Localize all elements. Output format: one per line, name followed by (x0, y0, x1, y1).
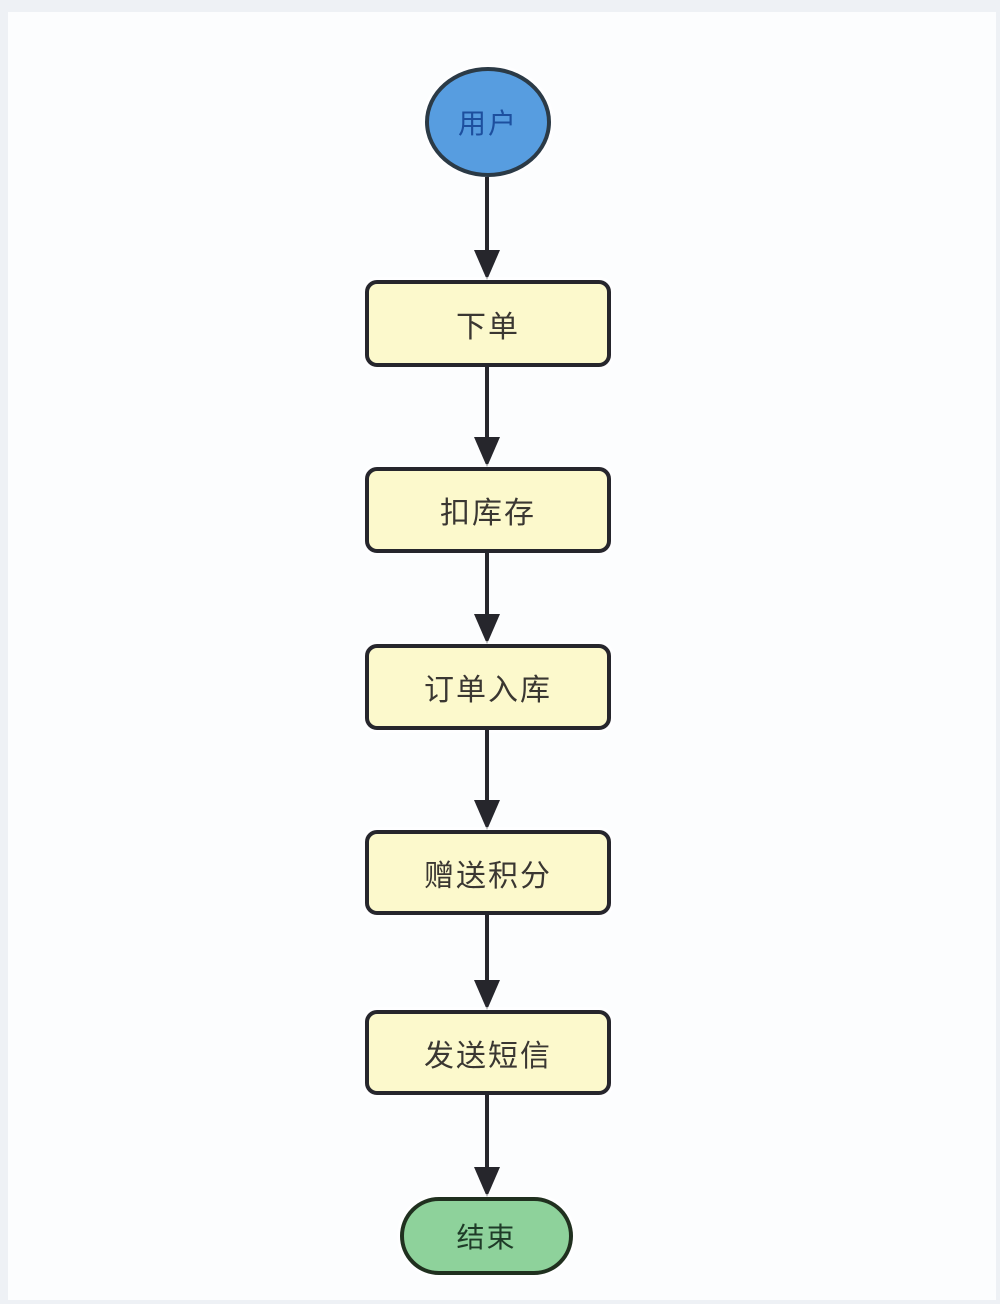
node-deduct-stock-label: 扣库存 (440, 497, 536, 530)
node-place-order: 下单 (365, 280, 611, 367)
arrow-send-sms-to-end (474, 1095, 500, 1197)
node-award-points-label: 赠送积分 (424, 859, 552, 893)
arrowhead-down-icon (474, 980, 500, 1010)
arrowhead-down-icon (474, 437, 500, 467)
flowchart-canvas: 用户 下单 扣库存 订单入库 赠送积分 发送短信 结束 (8, 12, 996, 1300)
node-order-storage-label: 订单入库 (424, 674, 552, 707)
node-end-label: 结束 (456, 1222, 517, 1253)
arrow-shaft (485, 367, 489, 437)
node-order-storage: 订单入库 (365, 644, 611, 730)
arrowhead-down-icon (474, 1167, 500, 1197)
arrow-shaft (485, 915, 489, 980)
node-send-sms-label: 发送短信 (424, 1039, 552, 1073)
arrow-place-order-to-deduct-stock (474, 367, 500, 467)
node-place-order-label: 下单 (456, 310, 520, 344)
node-end-terminal: 结束 (400, 1197, 573, 1275)
node-deduct-stock: 扣库存 (365, 467, 611, 553)
arrow-shaft (485, 177, 489, 250)
arrowhead-down-icon (474, 614, 500, 644)
arrow-deduct-stock-to-order-storage (474, 553, 500, 644)
arrow-award-points-to-send-sms (474, 915, 500, 1010)
arrow-shaft (485, 1095, 489, 1167)
arrow-user-to-place-order (474, 177, 500, 280)
arrowhead-down-icon (474, 250, 500, 280)
arrow-order-storage-to-award-points (474, 730, 500, 830)
node-user-label: 用户 (457, 108, 518, 139)
node-award-points: 赠送积分 (365, 830, 611, 915)
node-user-start: 用户 (425, 67, 551, 177)
arrowhead-down-icon (474, 800, 500, 830)
node-send-sms: 发送短信 (365, 1010, 611, 1095)
arrow-shaft (485, 553, 489, 614)
arrow-shaft (485, 730, 489, 800)
